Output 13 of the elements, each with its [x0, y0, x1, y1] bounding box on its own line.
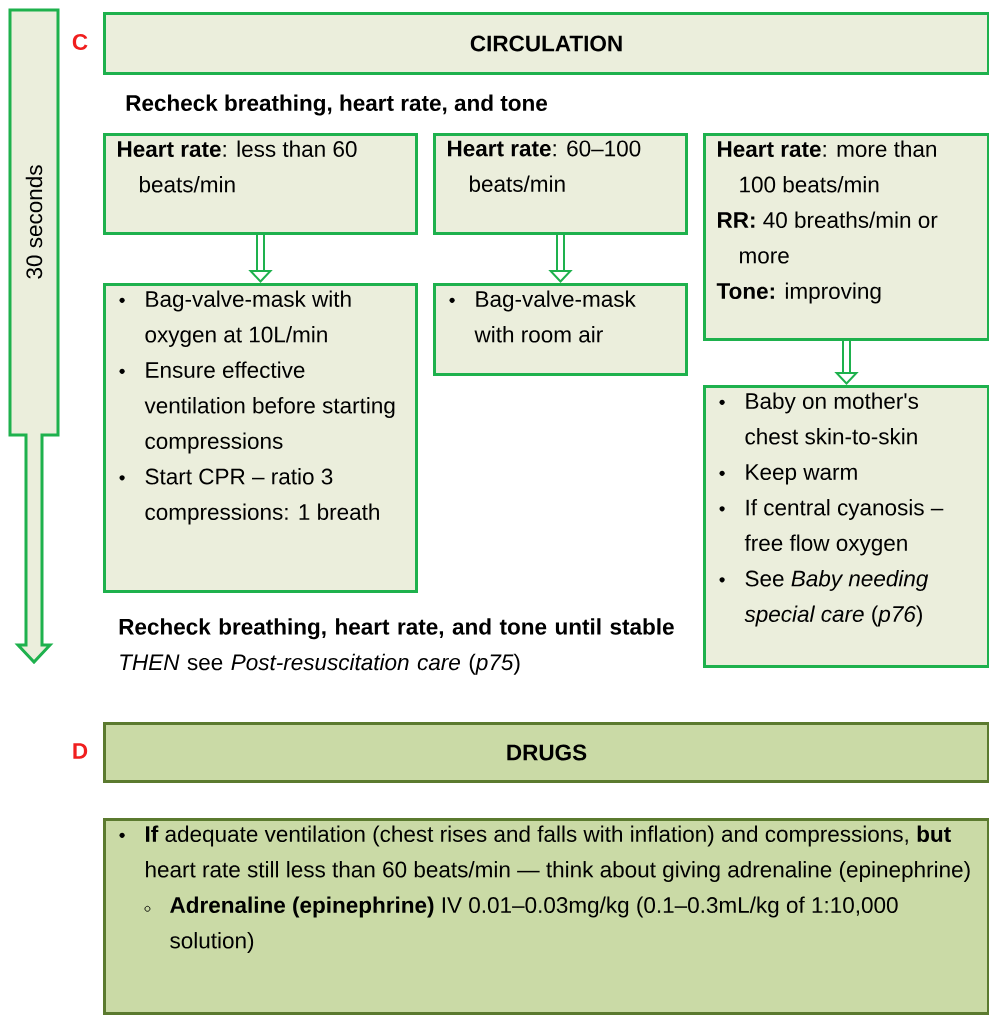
process-box: Heart rate: 60–100 beats/min — [433, 133, 688, 235]
section-letter: C — [72, 34, 88, 50]
process-box: Heart rate: less than 60 beats/min — [103, 133, 418, 235]
process-box: Heart rate: more than 100 beats/min RR: 40 breaths/min or more Tone: improving — [703, 133, 989, 341]
process-box: Bag-valve-mask with oxygen at 10L/min Ensure effective ventilation before starting compressions Start CPR – ratio 3 compressions: 1 breath — [103, 283, 418, 593]
section-header: CIRCULATION — [103, 12, 989, 75]
instruction-text: Recheck breathing, heart rate, and tone — [126, 94, 548, 116]
section-letter: D — [73, 743, 88, 759]
process-box: Baby on mother's chest skin-to-skin Keep warm If central cyanosis – free flow oxygen See Baby needing special care (p76) — [703, 385, 989, 668]
process-box: If adequate ventilation (chest rises and falls with inflation) and compressions, but heart rate still less than 60 beats/min — think about giving adrenaline (epinephrine) Adrenaline (epinephrine) IV 0.01–0.03mg/kg (0.1–0.3mL/kg of 1:10,000 solution) — [103, 818, 989, 1015]
section-header: DRUGS — [103, 722, 989, 783]
instruction-text: Recheck breathing, heart rate, and tone until stable THEN see Post-resuscitation care (p75) — [119, 618, 674, 675]
process-box: Bag-valve-mask with room air — [433, 283, 688, 376]
